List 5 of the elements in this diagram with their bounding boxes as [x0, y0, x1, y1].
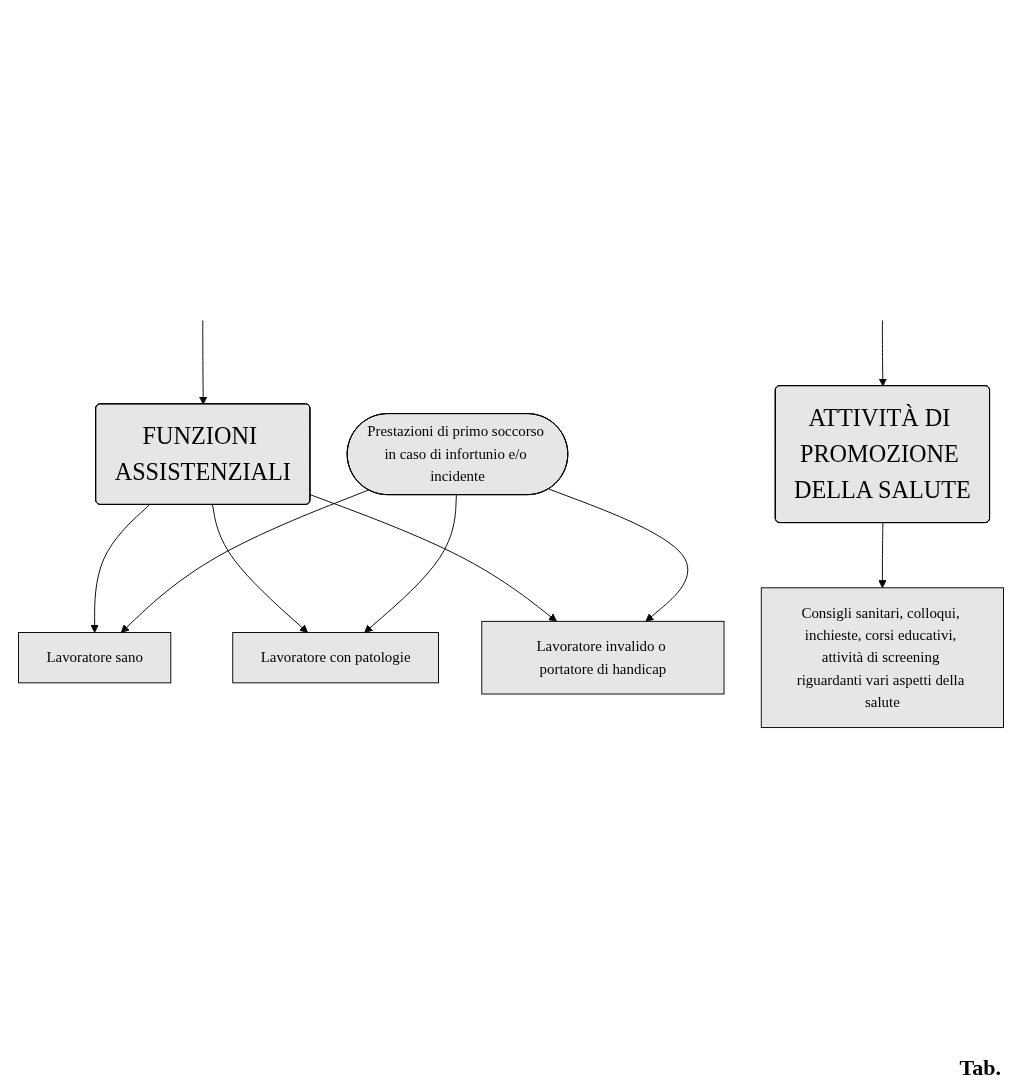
node-box: Lavoratore con patologie: [231, 632, 439, 684]
table-reference: Tab.: [959, 1055, 1001, 1081]
node-box: Consigli sanitari, colloqui, inchieste, corsi educativi, attività di screening riguardanti vari aspetti della salute: [760, 587, 1004, 728]
node-box: Lavoratore invalido o portatore di handicap: [480, 620, 724, 695]
node-box: Lavoratore sano: [17, 632, 171, 684]
